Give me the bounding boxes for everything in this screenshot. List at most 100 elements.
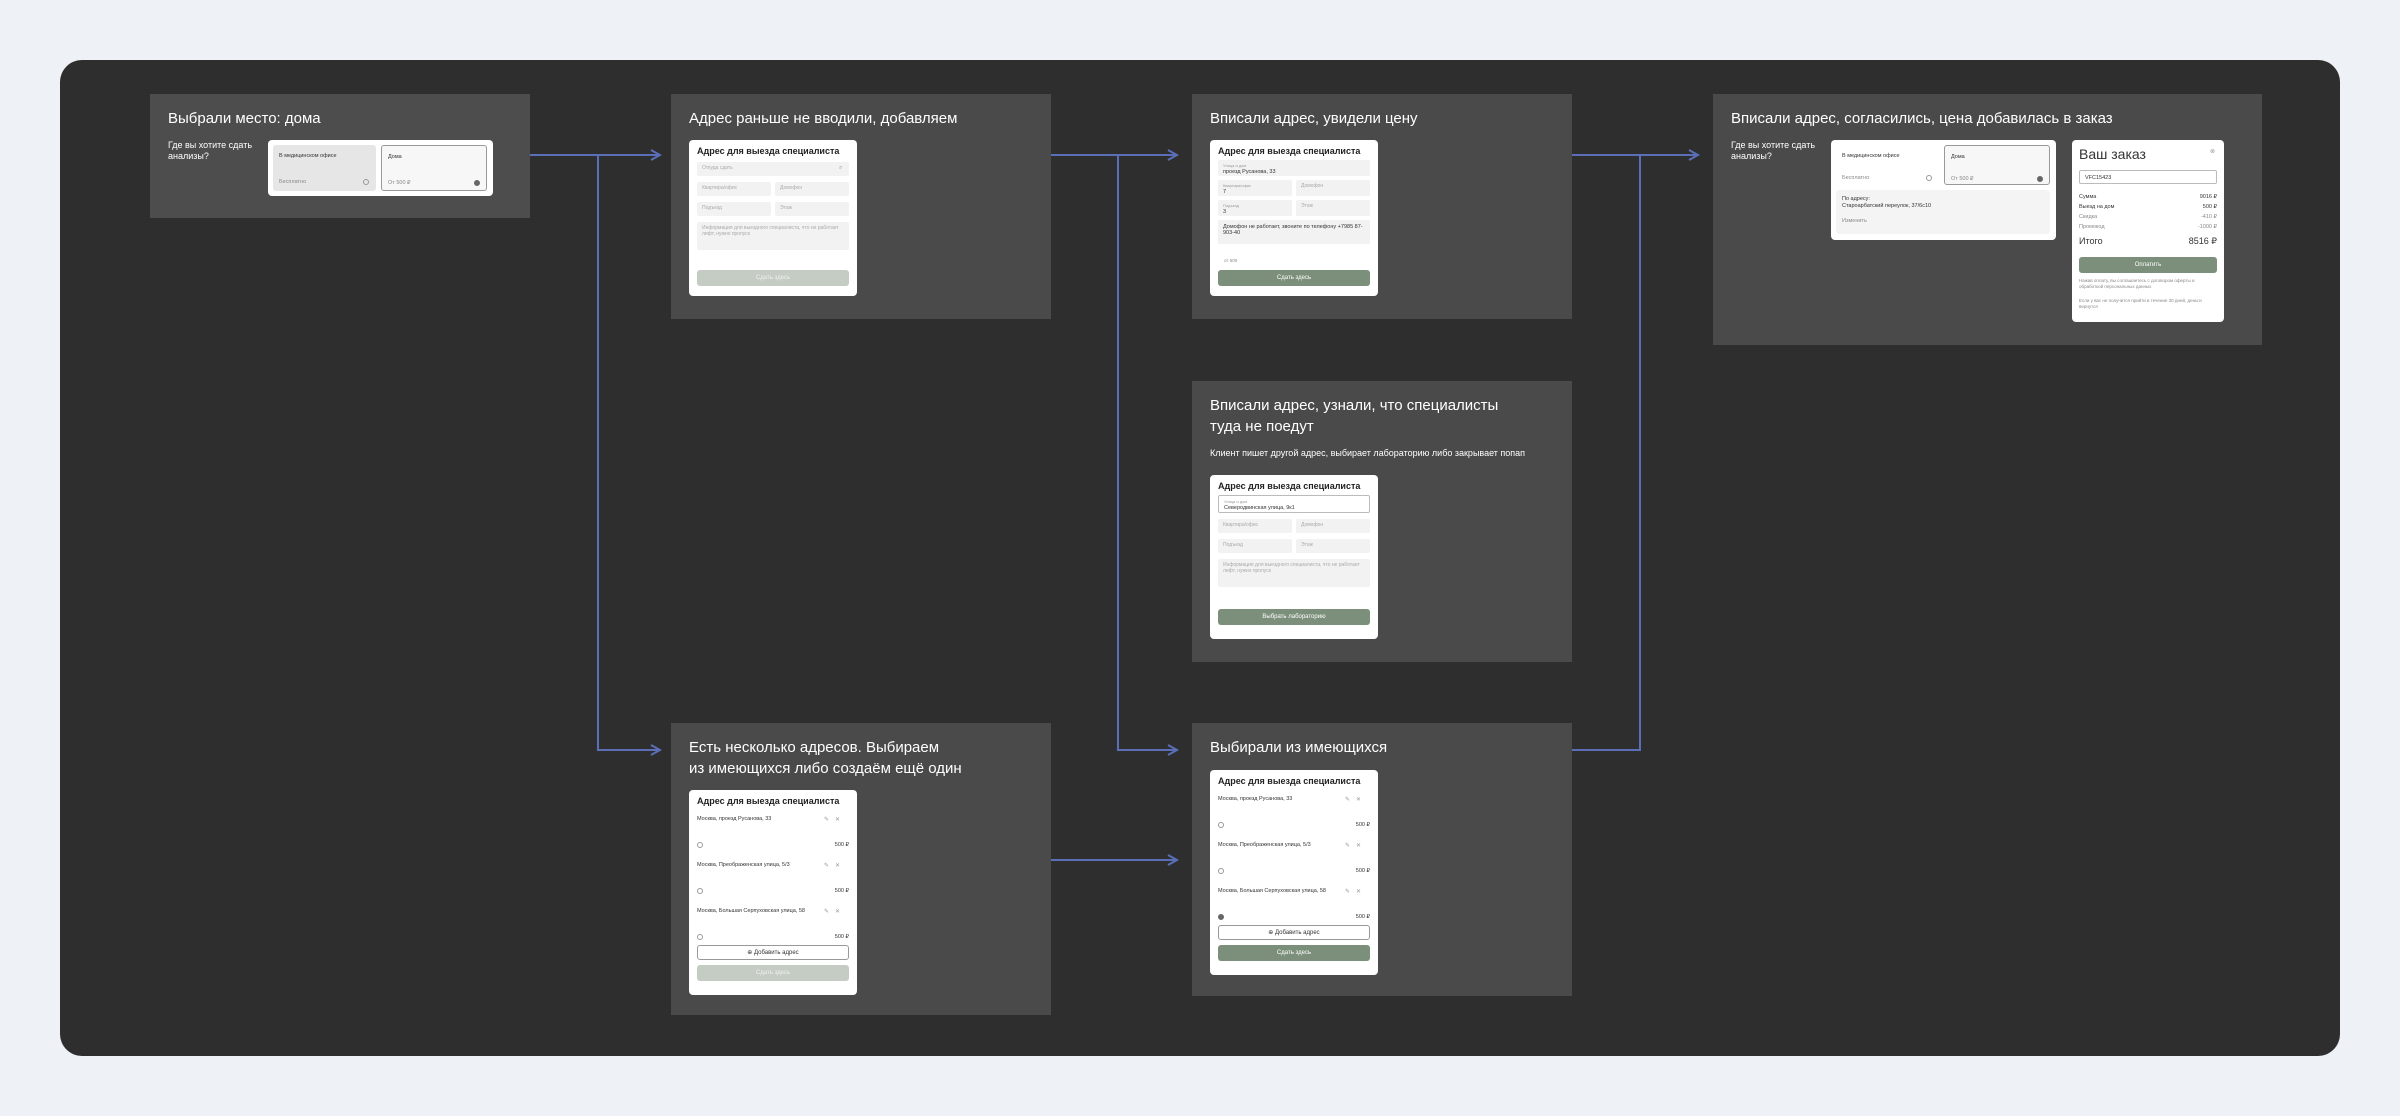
row-visit-label: Выезд на дом [2079,204,2115,210]
address-list-modal: Адрес для выезда специалиста Москва, про… [1210,770,1378,975]
panel-chose-existing: Выбирали из имеющихся Адрес для выезда с… [1192,723,1572,996]
submit-button[interactable]: Сдать здесь [697,965,849,981]
panel-not-served: Вписали адрес, узнали, что специалисты т… [1192,381,1572,662]
address-name: Москва, проезд Русанова, 33 [1218,796,1293,802]
apartment-input[interactable]: Квартира/офис [1218,519,1292,533]
intercom-input[interactable]: Домофон [775,182,849,196]
entrance-input[interactable]: Подъезд [1218,539,1292,553]
address-radio[interactable] [697,934,703,940]
add-address-button[interactable]: ⊕ Добавить адрес [697,945,849,960]
address-radio[interactable] [1218,868,1224,874]
address-item[interactable]: Москва, Преображенская улица, 5/3 ✎ ✕ 50… [1210,838,1378,880]
option-home[interactable]: Дома От 500 ₽ [1944,145,2050,185]
delete-icon[interactable]: ✕ [1356,889,1362,895]
address-radio[interactable] [697,888,703,894]
radio-office[interactable] [1926,175,1932,181]
order-title: Ваш заказ [2079,146,2146,162]
panel-price-seen: Вписали адрес, увидели цену Адрес для вы… [1192,94,1572,319]
modal-title: Адрес для выезда специалиста [1218,481,1361,491]
total-label: Итого [2079,236,2103,246]
address-list-modal: Адрес для выезда специалиста Москва, про… [689,790,857,995]
row-promo-value: -1000 ₽ [2197,224,2217,230]
floor-input[interactable]: Этаж [1296,539,1370,553]
option-office[interactable]: В медицинском офисе Бесплатно [273,145,376,191]
delete-icon[interactable]: ✕ [1356,843,1362,849]
modal-title: Адрес для выезда специалиста [1218,146,1361,156]
option-office-label: В медицинском офисе [279,153,337,159]
address-item[interactable]: Москва, проезд Русанова, 33 ✎ ✕ 500 ₽ [689,812,857,854]
panel-title-line-1: Вписали адрес, узнали, что специалисты [1210,397,1499,414]
add-address-button[interactable]: ⊕ Добавить адрес [1218,925,1370,940]
comment-input[interactable]: Информация для выездного специалиста, чт… [697,222,849,250]
edit-icon[interactable]: ✎ [824,817,830,823]
address-item[interactable]: Москва, Большая Серпуховская улица, 58 ✎… [1210,884,1378,926]
edit-icon[interactable]: ✎ [1345,843,1351,849]
search-icon: ⌕ [839,165,843,171]
modal-title: Адрес для выезда специалиста [697,146,840,156]
comment-input[interactable]: Информация для выездного специалиста, чт… [1218,559,1370,587]
row-discount-value: -410 ₽ [2200,214,2217,220]
radio-office[interactable] [363,179,369,185]
panel-title-line-1: Есть несколько адресов. Выбираем [689,739,940,756]
address-item[interactable]: Москва, проезд Русанова, 33 ✎ ✕ 500 ₽ [1210,792,1378,834]
location-selector: В медицинском офисе Бесплатно Дома От 50… [268,140,493,196]
option-home-label: Дома [388,154,402,160]
delete-icon[interactable]: ✕ [835,863,841,869]
address-item[interactable]: Москва, Большая Серпуховская улица, 58 ✎… [689,904,857,946]
option-home[interactable]: Дома От 500 ₽ [381,145,487,191]
delete-icon[interactable]: ✕ [1356,797,1362,803]
row-sum-label: Сумма [2079,194,2097,200]
option-home-price: От 500 ₽ [388,180,411,186]
edit-icon[interactable]: ✎ [824,909,830,915]
option-office[interactable]: В медицинском офисе Бесплатно [1836,145,1939,185]
address-input[interactable]: Откуда сдать [697,162,849,176]
submit-button[interactable]: Сдать здесь [1218,270,1370,286]
comment-input[interactable]: Домофон не работает, звоните по телефону… [1218,220,1370,244]
address-radio[interactable] [1218,822,1224,828]
edit-icon[interactable]: ✎ [824,863,830,869]
radio-home[interactable] [2037,176,2043,182]
option-office-price: Бесплатно [279,179,307,185]
submit-button[interactable]: Сдать здесь [697,270,849,286]
address-radio[interactable] [697,842,703,848]
edit-icon[interactable]: ✎ [1345,797,1351,803]
modal-title: Адрес для выезда специалиста [1218,776,1361,786]
delete-icon[interactable]: ✕ [835,817,841,823]
change-link[interactable]: Изменить [1842,218,1867,224]
choose-lab-button[interactable]: Выбрать лабораторию [1218,609,1370,625]
address-name: Москва, Большая Серпуховская улица, 58 [697,908,805,914]
legal-note-1: Нажав оплату, вы соглашаетесь с договоро… [2079,278,2195,289]
submit-button[interactable]: Сдать здесь [1218,945,1370,961]
apartment-input[interactable]: Квартира/офис [697,182,771,196]
edit-icon[interactable]: ✎ [1345,889,1351,895]
order-summary: Ваш заказ ⊗ VFC15423 Сумма 9016 ₽ Выезд … [2072,140,2224,322]
promo-input[interactable]: VFC15423 [2079,170,2217,184]
address-price: 500 ₽ [834,842,849,848]
address-name: Москва, проезд Русанова, 33 [697,816,772,822]
entrance-input[interactable]: Подъезд [697,202,771,216]
address-name: Москва, Преображенская улица, 5/3 [1218,842,1311,848]
intercom-input[interactable]: Домофон [1296,180,1370,196]
address-price: 500 ₽ [1355,868,1370,874]
address-radio-selected[interactable] [1218,914,1224,920]
floor-input[interactable]: Этаж [1296,200,1370,216]
floor-input[interactable]: Этаж [775,202,849,216]
address-price: 500 ₽ [1355,822,1370,828]
delete-icon[interactable]: ✕ [835,909,841,915]
address-item[interactable]: Москва, Преображенская улица, 5/3 ✎ ✕ 50… [689,858,857,900]
total-value: 8516 ₽ [2188,236,2217,246]
radio-home[interactable] [474,180,480,186]
close-icon[interactable]: ⊗ [2210,149,2216,155]
address-price: 500 ₽ [834,934,849,940]
location-selector: В медицинском офисе Бесплатно Дома От 50… [1831,140,2056,240]
panel-title: Выбрали место: дома [168,110,321,127]
row-discount-label: Скидка [2079,214,2098,220]
panel-added-to-order: Вписали адрес, согласились, цена добавил… [1713,94,2262,345]
option-office-price: Бесплатно [1842,175,1870,181]
pay-button[interactable]: Оплатить [2079,257,2217,273]
intercom-input[interactable]: Домофон [1296,519,1370,533]
